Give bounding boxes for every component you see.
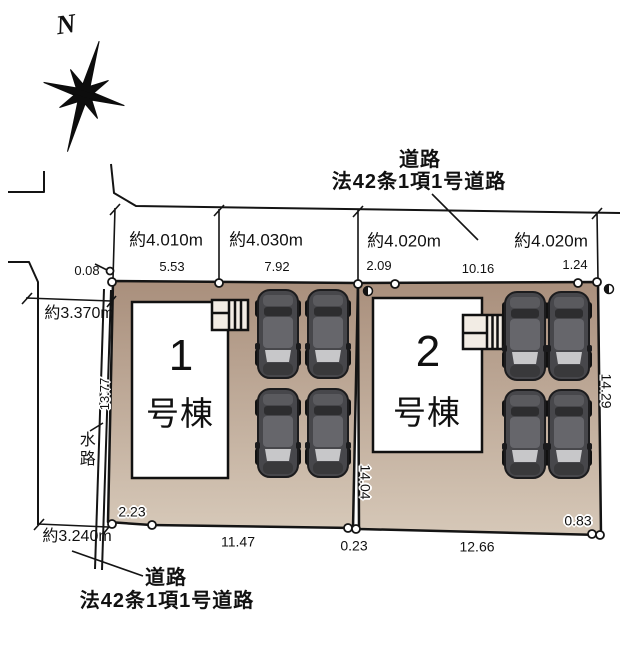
dim-lot2-frontage: 12.66 [459,538,495,555]
dimension-lines [21,193,603,577]
dim-center-depth: 14.04 [357,464,374,500]
dim-bottom-step: 0.23 [340,537,368,554]
building-1-number: 1 [168,330,194,380]
boundary-markers [105,266,605,540]
dim-left-offset: 0.08 [74,262,100,278]
dim-left-road-width-bottom: 約3.240m [42,528,112,546]
dim-lot1-corner: 2.23 [118,503,146,520]
road-name-top-line1: 道路 [399,149,441,171]
dim-road-width-1: 約4.010m [129,230,203,250]
dim-top-segment-1: 5.53 [159,258,185,274]
road-name-bottom-line2: 法42条1項1号道路 [79,590,255,612]
building-2-suffix: 号棟 [393,393,461,431]
dim-road-width-2: 約4.030m [229,230,303,250]
compass-icon [43,40,125,152]
dim-top-segment-3: 2.09 [366,257,392,273]
entrance-icon-lot1 [210,298,250,332]
dim-right-depth: 14.29 [598,373,615,409]
dim-top-segment-2: 7.92 [264,258,290,274]
dim-waterway-length: 13.77 [96,377,112,411]
dim-left-road-width-top: 約3.370m [44,305,114,323]
building-1-suffix: 号棟 [146,394,214,432]
dim-top-segment-5: 1.24 [562,256,588,272]
dim-road-width-4: 約4.020m [514,231,588,251]
dim-lot2-corner: 0.83 [564,512,592,529]
road-name-top-line2: 法42条1項1号道路 [331,171,507,193]
dim-road-width-3: 約4.020m [367,231,441,251]
dim-lot1-frontage: 11.47 [221,533,255,550]
half-filled-markers [362,283,615,297]
entrance-icon-lot2 [461,313,505,351]
dim-top-segment-4: 10.16 [461,260,495,276]
building-1-outline [130,300,230,480]
building-2-number: 2 [415,326,441,376]
north-label: N [54,7,78,41]
waterway-label: 水路 [76,431,94,469]
waterway-lines [94,288,112,571]
road-name-bottom-line1: 道路 [145,567,187,589]
road-edges [8,163,620,525]
